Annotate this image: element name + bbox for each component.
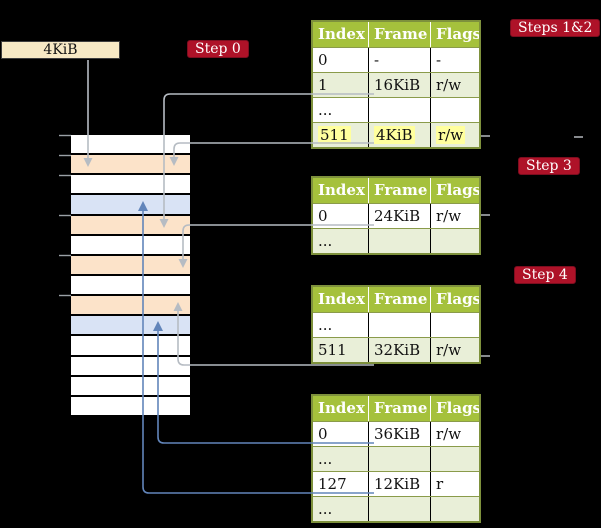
memory-row-4	[71, 215, 190, 236]
free-frame-box: 4KiB	[1, 41, 120, 59]
column-header-frame: Frame	[368, 396, 430, 421]
memory-row-10	[71, 336, 190, 357]
table-cell: 127	[318, 475, 347, 493]
table-cell	[368, 497, 430, 521]
table-cell: 0	[318, 425, 328, 443]
memory-row-11	[71, 356, 190, 377]
table-cell: 4KiB	[368, 123, 430, 147]
table-cell: ...	[318, 450, 333, 468]
table-cell	[430, 447, 479, 471]
table-row: ...	[313, 97, 479, 122]
column-header-flags: Flags	[430, 178, 479, 203]
table-row: ...	[313, 496, 479, 521]
table-cell: 16KiB	[368, 73, 430, 97]
table-cell: 32KiB	[368, 338, 430, 362]
table-cell	[368, 98, 430, 122]
column-header-flags: Flags	[430, 22, 479, 47]
memory-row-2	[71, 175, 190, 196]
column-header-flags: Flags	[430, 287, 479, 312]
table-cell: r/w	[430, 123, 479, 147]
highlighted-value: 4KiB	[374, 126, 415, 144]
table-cell: 24KiB	[368, 204, 430, 228]
memory-row-7	[71, 275, 190, 297]
memory-row-3	[71, 195, 190, 216]
table-row: ...	[313, 312, 479, 337]
table-row: 0 --	[313, 47, 479, 72]
table-cell: r/w	[430, 73, 479, 97]
table-cell: r/w	[430, 338, 479, 362]
table-row: ...	[313, 446, 479, 471]
table-cell: ...	[318, 500, 333, 518]
table-cell: 511	[318, 341, 347, 359]
memory-row-12	[71, 376, 190, 397]
badge-step-0: Step 0	[187, 40, 249, 58]
table-cell	[430, 229, 479, 253]
column-header-frame: Frame	[368, 22, 430, 47]
table-cell	[368, 313, 430, 337]
table-cell: 1	[318, 76, 328, 94]
column-header-index: Index	[318, 181, 365, 199]
table-cell: ...	[318, 101, 333, 119]
table-cell: 0	[318, 51, 328, 69]
table-row: ...	[313, 228, 479, 253]
memory-map	[71, 135, 190, 415]
table-cell	[430, 313, 479, 337]
memory-row-0	[71, 135, 190, 156]
badge-steps-1-2: Steps 1&2	[510, 19, 601, 37]
highlighted-value: 511	[318, 126, 351, 144]
table-cell: ...	[318, 232, 333, 250]
table-cell: r/w	[430, 204, 479, 228]
memory-row-5	[71, 235, 190, 256]
table-cell	[430, 98, 479, 122]
table-cell: -	[368, 48, 430, 72]
badge-step-3: Step 3	[518, 157, 580, 175]
column-header-frame: Frame	[368, 287, 430, 312]
column-header-index: Index	[318, 399, 365, 417]
table-cell	[430, 497, 479, 521]
table-row: 511 4KiB r/w	[313, 122, 479, 147]
table-cell	[368, 447, 430, 471]
table-cell: 511	[313, 123, 368, 147]
column-header-index: Index	[318, 290, 365, 308]
column-header-frame: Frame	[368, 178, 430, 203]
highlighted-value: r/w	[436, 126, 466, 144]
table-cell: r	[430, 472, 479, 496]
table-cell	[368, 229, 430, 253]
table-cell: 36KiB	[368, 422, 430, 446]
table-cell: -	[430, 48, 479, 72]
memory-row-8	[71, 296, 190, 317]
memory-row-13	[71, 396, 190, 415]
badge-step-4: Step 4	[514, 266, 576, 284]
table-cell: r/w	[430, 422, 479, 446]
column-header-index: Index	[318, 25, 365, 43]
table-cell: ...	[318, 316, 333, 334]
table-cell: 0	[318, 207, 328, 225]
memory-row-9	[71, 316, 190, 337]
memory-row-6	[71, 255, 190, 276]
table-cell: 12KiB	[368, 472, 430, 496]
memory-row-1	[71, 155, 190, 176]
column-header-flags: Flags	[430, 396, 479, 421]
